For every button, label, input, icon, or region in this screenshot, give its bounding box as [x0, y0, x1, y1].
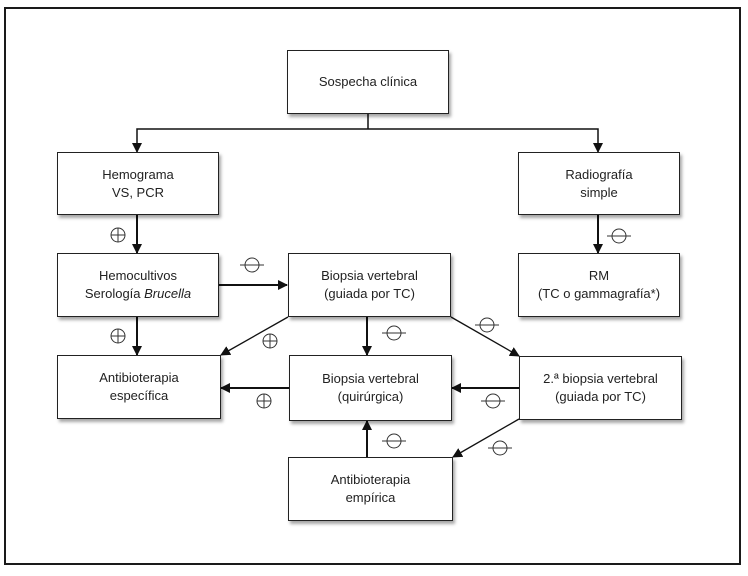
edge-sospecha-radiografia: [368, 128, 603, 153]
negative-symbol-icon: [474, 317, 500, 333]
node-segunda-biopsia: 2.ª biopsia vertebral (guiada por TC): [519, 356, 682, 420]
node-label: Radiografía: [565, 166, 633, 182]
edge-segunda-empirica: [452, 418, 520, 458]
negative-symbol-icon: [487, 440, 513, 456]
node-label: (guiada por TC): [324, 286, 415, 301]
edge-biopsia-tc-segunda: [450, 316, 520, 357]
node-label: Biopsia vertebral: [322, 371, 419, 386]
node-label: 2.ª biopsia vertebral: [543, 371, 658, 386]
node-label: Antibioterapia: [330, 472, 411, 487]
node-antibioterapia-especifica: Antibioterapia específica: [57, 355, 221, 419]
node-label: Antibioterapia: [99, 370, 179, 385]
node-antibioterapia-empirica: Antibioterapia empírica: [288, 457, 453, 521]
node-biopsia-quirurgica: Biopsia vertebral (quirúrgica): [289, 355, 452, 421]
negative-symbol-icon: [606, 228, 632, 244]
negative-symbol-icon: [239, 257, 265, 273]
negative-symbol-icon: [381, 433, 407, 449]
node-hemograma: Hemograma VS, PCR: [57, 152, 219, 215]
node-label-text: Serología: [84, 286, 145, 301]
node-label: RM: [588, 268, 610, 283]
positive-symbol-icon: [262, 333, 278, 349]
node-label: Sospecha clínica: [318, 74, 418, 89]
positive-symbol-icon: [110, 328, 126, 344]
edge-biopsia-tc-antibio: [220, 316, 289, 356]
node-label: específica: [109, 388, 169, 403]
node-label: empírica: [345, 490, 396, 505]
edge-sospecha-hemograma: [132, 128, 368, 153]
node-radiografia: Radiografía simple: [518, 152, 680, 215]
node-label: simple: [580, 184, 618, 200]
negative-symbol-icon: [480, 393, 506, 409]
node-label: Biopsia vertebral: [321, 268, 418, 283]
node-biopsia-guiada-tc: Biopsia vertebral (guiada por TC): [288, 253, 451, 317]
node-label: Hemograma: [102, 166, 174, 182]
positive-symbol-icon: [256, 393, 272, 409]
positive-symbol-icon: [110, 227, 126, 243]
node-sospecha-clinica: Sospecha clínica: [287, 50, 449, 114]
node-label: (quirúrgica): [337, 389, 404, 404]
node-label: Serología Brucella: [85, 285, 191, 303]
node-label-italic: Brucella: [144, 286, 192, 301]
node-rm: RM (TC o gammagrafía*): [518, 253, 680, 317]
diagram-frame: [4, 7, 741, 565]
node-hemocultivos: Hemocultivos Serología Brucella: [57, 253, 219, 317]
node-label: VS, PCR: [111, 184, 164, 200]
node-label: (TC o gammagrafía*): [537, 286, 661, 301]
negative-symbol-icon: [381, 325, 407, 341]
node-label: (guiada por TC): [555, 389, 646, 404]
node-label: Hemocultivos: [98, 268, 178, 283]
